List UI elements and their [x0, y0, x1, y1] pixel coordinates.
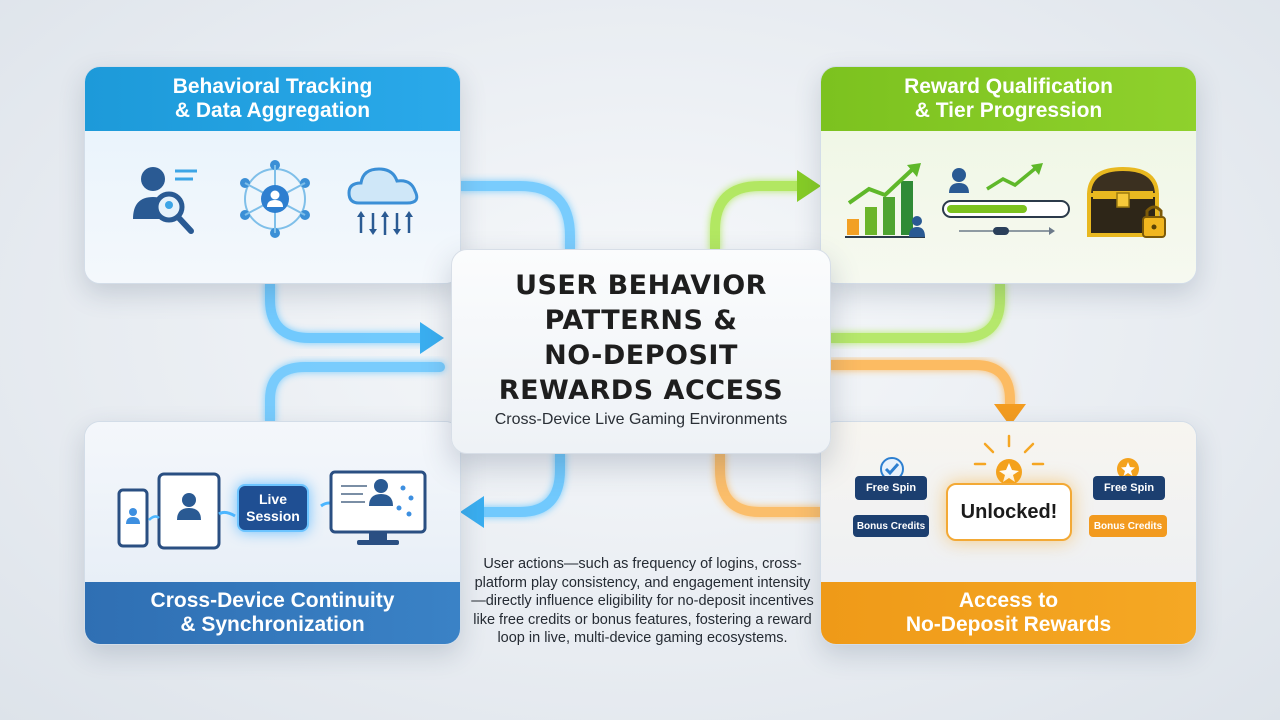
- card-icons: Free Spin Bonus Credits Unlocked! Free S…: [821, 422, 1196, 582]
- bonus-credits-tag: Bonus Credits: [853, 515, 929, 537]
- card-behavioral-tracking: Behavioral Tracking & Data Aggregation: [84, 66, 461, 284]
- treasure-chest-icon: [1086, 166, 1166, 238]
- cloud-sync-icon: [347, 167, 419, 235]
- card-access-rewards: Free Spin Bonus Credits Unlocked! Free S…: [820, 421, 1197, 645]
- star-icon: [1117, 458, 1139, 480]
- monitor-icon: [320, 470, 427, 545]
- progress-bar-icon: [942, 163, 1070, 235]
- arrow-access-loop: [715, 449, 825, 517]
- star-burst-icon: [973, 434, 1045, 485]
- arrowhead-center-access: [994, 404, 1026, 426]
- arrow-qualification-to-center: [826, 279, 1005, 343]
- arrow-tracking-to-center-a: [456, 181, 575, 254]
- devices-icon: [117, 472, 236, 550]
- card-icons: Live Session: [85, 422, 460, 582]
- arrow-tracking-to-center-b: [265, 279, 430, 343]
- growth-chart-icon: [845, 163, 925, 238]
- card-icons: [85, 131, 460, 283]
- arrow-center-to-continuity: [475, 449, 565, 517]
- arrowhead-center-qualification: [797, 170, 821, 202]
- arrow-center-to-access: [826, 360, 1015, 410]
- arrowhead-center-continuity: [460, 496, 484, 528]
- center-hub: USER BEHAVIOR PATTERNS & NO-DEPOSIT REWA…: [451, 249, 831, 454]
- arrow-continuity-up: [265, 362, 445, 426]
- network-icon: [240, 160, 310, 238]
- card-title: Reward Qualification & Tier Progression: [821, 67, 1196, 131]
- arrow-center-to-qualification: [710, 181, 805, 254]
- unlocked-badge: Unlocked!: [946, 483, 1072, 541]
- card-title: Cross-Device Continuity & Synchronizatio…: [85, 582, 460, 644]
- arrowhead-tracking-center: [420, 322, 444, 354]
- free-spin-tag: Free Spin: [855, 476, 927, 500]
- card-reward-qualification: Reward Qualification & Tier Progression: [820, 66, 1197, 284]
- card-title: Behavioral Tracking & Data Aggregation: [85, 67, 460, 131]
- card-cross-device-continuity: Live Session Cross-Device Continuity & S…: [84, 421, 461, 645]
- main-title: USER BEHAVIOR PATTERNS & NO-DEPOSIT REWA…: [498, 270, 784, 406]
- main-subtitle: Cross-Device Live Gaming Environments: [494, 411, 788, 428]
- live-session-badge: Live Session: [237, 484, 309, 532]
- card-icons: [821, 131, 1196, 283]
- free-spin-tag: Free Spin: [1093, 476, 1165, 500]
- user-search-icon: [133, 167, 197, 234]
- summary-paragraph: User actions—such as frequency of logins…: [471, 556, 814, 646]
- bonus-credits-tag: Bonus Credits: [1089, 515, 1167, 537]
- card-title: Access to No-Deposit Rewards: [821, 582, 1196, 644]
